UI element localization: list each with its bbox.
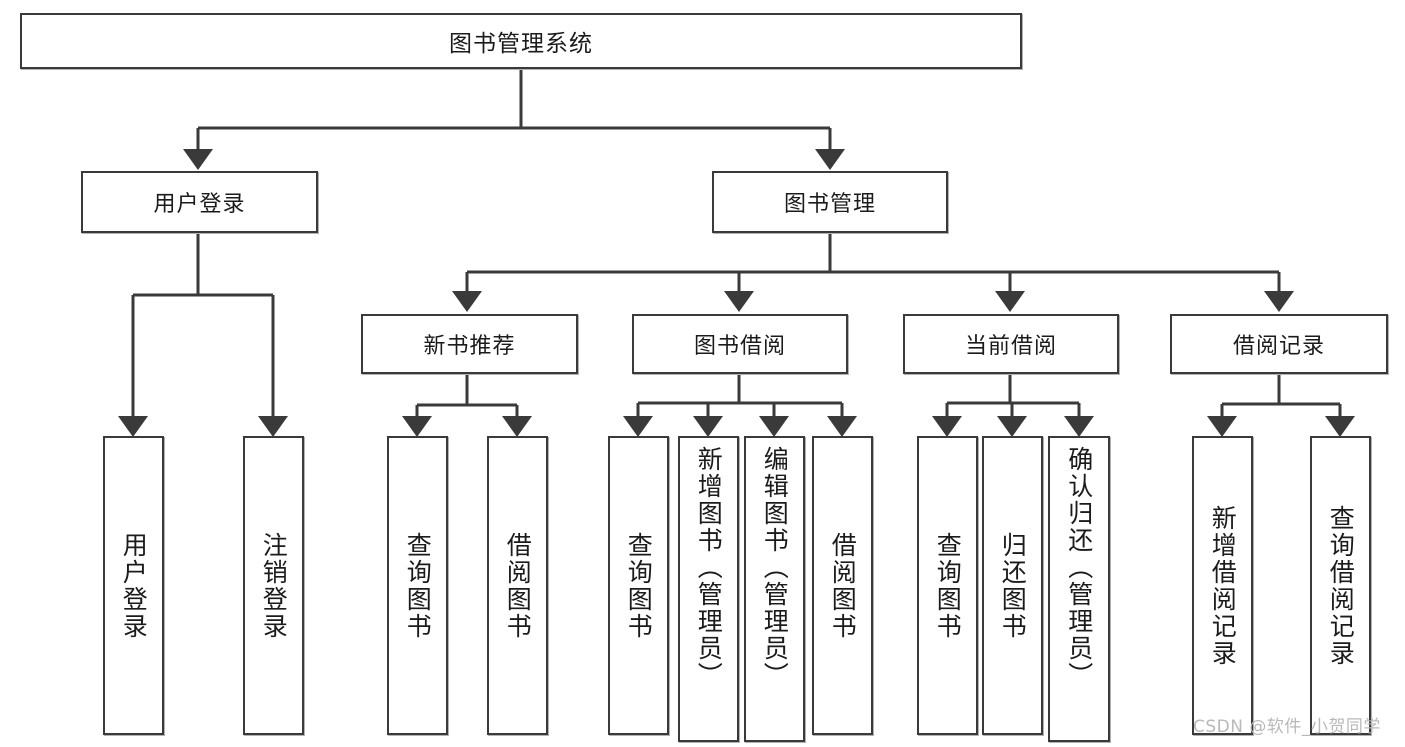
node-label: 查询图书 <box>403 531 433 640</box>
watermark-text: CSDN @软件_小贺同学 <box>1193 717 1381 737</box>
node-label: 图书管理 <box>783 192 876 217</box>
leaf-borrow-record-add-record[interactable]: 新增借阅记录 <box>1192 436 1253 735</box>
node-root-library-system[interactable]: 图书管理系统 <box>20 13 1022 69</box>
node-label: 借阅图书 <box>828 531 858 640</box>
node-borrow-record[interactable]: 借阅记录 <box>1170 314 1388 374</box>
node-label: 新增借阅记录 <box>1208 504 1238 667</box>
node-user-login[interactable]: 用户登录 <box>81 171 318 233</box>
node-book-management[interactable]: 图书管理 <box>712 171 948 233</box>
node-label: 编辑图书（管理员） <box>760 446 790 689</box>
node-label: 查询借阅记录 <box>1326 504 1356 667</box>
leaf-new-book-query-book[interactable]: 查询图书 <box>387 436 448 735</box>
node-label: 用户登录 <box>119 531 149 640</box>
leaf-current-borrow-return-book[interactable]: 归还图书 <box>982 436 1043 735</box>
node-label: 图书借阅 <box>693 334 786 359</box>
node-current-borrow[interactable]: 当前借阅 <box>903 314 1119 374</box>
csdn-watermark: CSDN @软件_小贺同学 <box>1193 712 1381 737</box>
leaf-borrow-record-query-record[interactable]: 查询借阅记录 <box>1310 436 1371 735</box>
leaf-user-login-login[interactable]: 用户登录 <box>103 436 164 735</box>
node-label: 借阅记录 <box>1232 334 1325 359</box>
node-label: 确认归还（管理员） <box>1064 446 1094 689</box>
node-label: 新增图书（管理员） <box>694 446 724 689</box>
node-label: 查询图书 <box>624 531 654 640</box>
node-label: 查询图书 <box>933 531 963 640</box>
node-label: 注销登录 <box>259 531 289 640</box>
leaf-book-borrow-query-book[interactable]: 查询图书 <box>608 436 669 735</box>
node-label: 归还图书 <box>998 531 1028 640</box>
node-label: 当前借阅 <box>964 334 1057 359</box>
node-label: 用户登录 <box>153 192 246 217</box>
leaf-current-borrow-query-book[interactable]: 查询图书 <box>917 436 978 735</box>
leaf-book-borrow-edit-book-admin[interactable]: 编辑图书（管理员） <box>744 436 805 742</box>
node-label: 图书管理系统 <box>449 31 593 57</box>
leaf-user-login-logout[interactable]: 注销登录 <box>243 436 304 735</box>
node-label: 新书推荐 <box>423 334 516 359</box>
node-new-book-recommend[interactable]: 新书推荐 <box>361 314 578 374</box>
leaf-book-borrow-add-book-admin[interactable]: 新增图书（管理员） <box>678 436 739 742</box>
leaf-current-borrow-confirm-return-admin[interactable]: 确认归还（管理员） <box>1048 436 1110 742</box>
leaf-book-borrow-borrow-book[interactable]: 借阅图书 <box>812 436 873 735</box>
leaf-new-book-borrow-book[interactable]: 借阅图书 <box>487 436 548 735</box>
node-label: 借阅图书 <box>503 531 533 640</box>
node-book-borrow[interactable]: 图书借阅 <box>632 314 848 374</box>
